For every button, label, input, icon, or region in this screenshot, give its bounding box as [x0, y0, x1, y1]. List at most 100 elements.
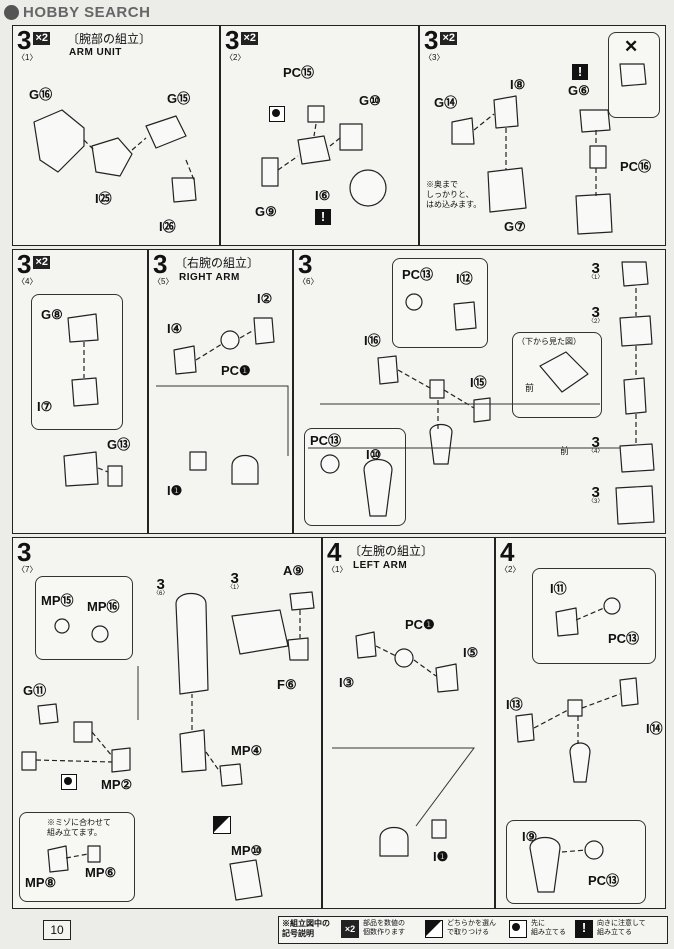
- arm-stack-5: [615, 485, 655, 525]
- part-label: G⑦: [504, 219, 526, 234]
- arm-part-i25: [91, 137, 133, 177]
- mp6-part: [87, 845, 101, 863]
- assembly-guide-line: [473, 113, 597, 196]
- part-label: G⑥: [568, 83, 590, 98]
- wrong-mark-icon: ✕: [624, 37, 639, 56]
- step-number: 3 〈6〉: [298, 249, 319, 286]
- i12-part: [453, 301, 477, 331]
- assembly-guide-line: [375, 645, 437, 677]
- front-label: 前: [560, 446, 570, 456]
- legend-warning-icon: !: [575, 920, 593, 938]
- part-label: I⑯: [364, 333, 381, 348]
- hand-part: [179, 729, 207, 773]
- elbow-part: [429, 379, 445, 399]
- page-number: 10: [43, 920, 71, 940]
- g11-part: [37, 703, 59, 725]
- step-number: 3 〈7〉: [17, 537, 38, 574]
- callout-line: [332, 747, 475, 827]
- step-number: 3×2 〈2〉: [225, 25, 259, 62]
- assembly-guide-line: [83, 342, 109, 473]
- pc1-part: [220, 330, 240, 350]
- legend-heading: ※組立図中の 記号説明: [282, 919, 330, 938]
- i7-part: [71, 377, 99, 407]
- part-label: I⑫: [456, 271, 473, 286]
- wrong-example-part: [619, 63, 647, 87]
- section-title-jp: 〔腕部の組立〕: [67, 32, 152, 46]
- step-ref-badge: 3〈4〉: [588, 434, 604, 455]
- wrist-part: [73, 721, 93, 743]
- i8-part: [493, 95, 519, 129]
- arm-stack-top: [621, 261, 649, 287]
- i9-part: [529, 836, 561, 893]
- front-label: 前: [525, 383, 535, 393]
- arm-stack-3: [623, 377, 647, 415]
- bottom-view-note: （下から見た図）: [517, 337, 581, 346]
- part-label: PC❶: [221, 363, 251, 378]
- shoulder-part: [231, 454, 259, 485]
- left-i1-part: [431, 819, 447, 839]
- mp16-part: [91, 625, 109, 643]
- part-label: MP⑯: [87, 599, 120, 614]
- part-label: I㉖: [159, 219, 176, 234]
- callout-line: [308, 403, 620, 449]
- part-label: I④: [167, 321, 183, 336]
- pc15-part: [307, 105, 325, 123]
- part-label: PC⑯: [620, 159, 652, 174]
- part-label: I⑩: [366, 447, 382, 462]
- left-i3-part: [355, 631, 377, 659]
- panel-3-2: 3×2 〈2〉 PC⑮ G⑩ I⑥ G⑨ !: [220, 25, 419, 246]
- pc13-left-part: [603, 597, 621, 615]
- arm-stack-4: [619, 443, 655, 473]
- part-label: MP⑩: [231, 843, 263, 858]
- lower-arm-part: [429, 423, 453, 465]
- f6-part: [287, 637, 309, 661]
- assemble-first-icon: [61, 774, 77, 790]
- part-label: PC⑬: [310, 433, 342, 448]
- step-ref-badge: 3〈3〉: [588, 484, 604, 505]
- legend-first-text: 先に 組み立てる: [531, 920, 566, 936]
- choose-one-icon: [213, 816, 231, 834]
- panel-3-6: 3 〈6〉 PC⑬ I⑫ I⑯ I⑮ PC⑬ I⑩ （下から見た図） 前 前 3…: [293, 249, 666, 534]
- detail-bubble: [35, 576, 133, 660]
- i4-part: [173, 345, 197, 375]
- part-label: I⑥: [315, 188, 331, 203]
- arm-part-i26: [171, 177, 197, 203]
- i13-part: [515, 713, 535, 743]
- pc13-detail-left-part: [584, 840, 604, 860]
- part-label: MP⑮: [41, 593, 74, 608]
- step-number: 3×2 〈1〉: [17, 25, 51, 62]
- i15-part: [473, 397, 491, 423]
- symbol-legend: ※組立図中の 記号説明 ×2 部品を数値の 個数作ります どちらかを選ん で取り…: [278, 916, 668, 944]
- detail-bubble: [506, 820, 646, 904]
- part-label: I⑮: [470, 375, 487, 390]
- assemble-first-icon: [269, 106, 285, 122]
- i16-part: [377, 355, 399, 385]
- legend-choose-icon: [425, 920, 443, 938]
- step-number: 3×2 〈3〉: [424, 25, 458, 62]
- shoulder-armor-part: [231, 609, 289, 655]
- multiplier-badge: ×2: [33, 256, 51, 269]
- part-label: I③: [339, 675, 355, 690]
- arm-part-g16: [33, 109, 85, 173]
- multiplier-badge: ×2: [440, 32, 458, 45]
- part-label: MP②: [101, 777, 133, 792]
- section-title-en: LEFT ARM: [353, 560, 408, 571]
- g9-part: [261, 157, 279, 187]
- g6-part: [579, 109, 611, 133]
- left-lower-arm-part: [569, 742, 591, 783]
- bottom-view-part: [539, 351, 589, 393]
- step-ref-badge: 3〈1〉: [227, 570, 243, 591]
- legend-first-icon: [509, 920, 527, 938]
- mp-side-part: [21, 751, 37, 771]
- pc13-part: [405, 293, 423, 311]
- detail-bubble: [532, 568, 656, 664]
- step-ref-badge: 3〈2〉: [588, 304, 604, 325]
- section-title-en: RIGHT ARM: [179, 272, 240, 283]
- g14-part: [451, 117, 475, 145]
- part-label: F⑥: [277, 677, 297, 692]
- arm-part-g15: [145, 115, 187, 149]
- step-number: 3×2 〈4〉: [17, 249, 51, 286]
- callout-line: [156, 385, 289, 456]
- detail-bubble: [19, 812, 135, 902]
